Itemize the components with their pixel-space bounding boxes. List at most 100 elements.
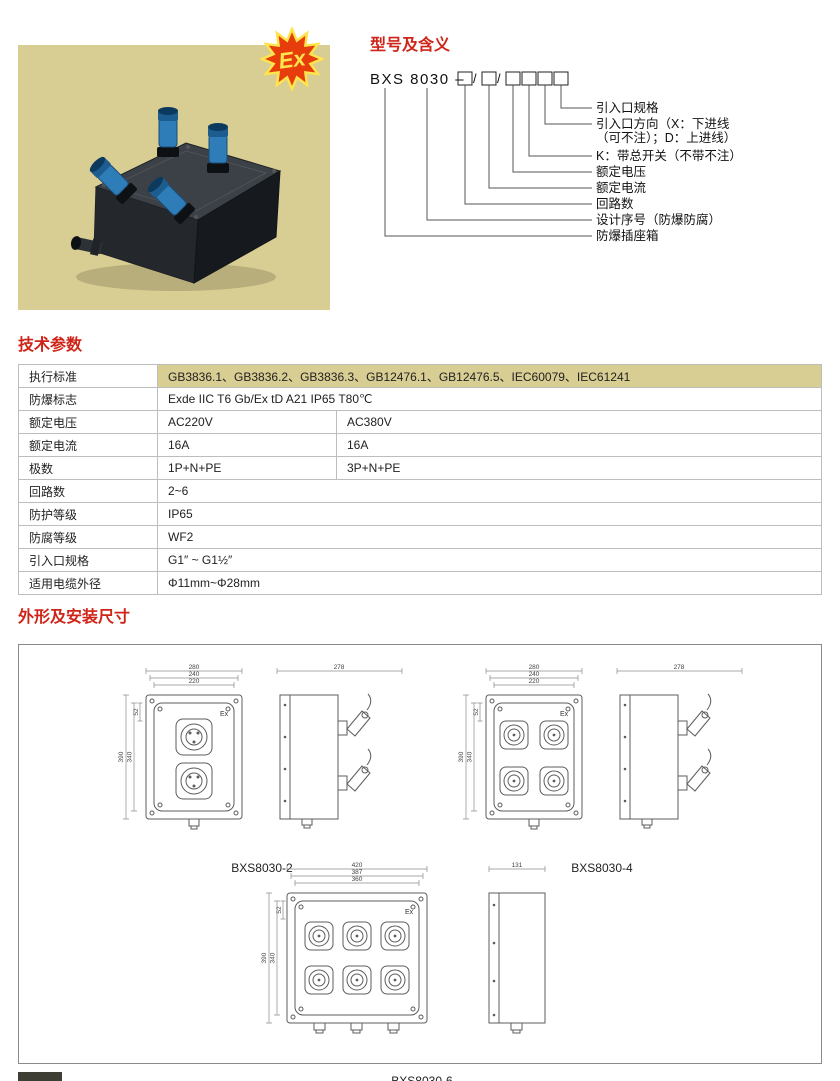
model-label: （可不注）；D：上进线） (596, 130, 736, 145)
ex-marking: Ex (220, 711, 229, 718)
svg-text:220: 220 (529, 678, 540, 685)
svg-text:280: 280 (189, 664, 200, 671)
row-label: 额定电流 (18, 433, 158, 457)
slash-separator: / (473, 71, 477, 86)
row-label: 适用电缆外径 (18, 571, 158, 595)
row-label: 极数 (18, 456, 158, 480)
svg-text:360: 360 (352, 876, 363, 883)
model-code: BXS 8030 – (370, 71, 465, 88)
product-image (70, 107, 282, 291)
row-value: IP65 (157, 502, 822, 526)
dimension-labels: 420 387 360 390 340 52 131 (261, 862, 523, 963)
row-value: GB3836.1、GB3836.2、GB3836.3、GB12476.1、GB1… (157, 364, 822, 388)
svg-text:387: 387 (352, 869, 363, 876)
row-label: 防爆标志 (18, 387, 158, 411)
row-label: 防腐等级 (18, 525, 158, 549)
row-value: Φ11mm~Φ28mm (157, 571, 822, 595)
callout-lines (384, 85, 592, 237)
drawing-caption: BXS8030-2 (231, 861, 293, 875)
plug-connector (147, 176, 195, 224)
drawing-bxs8030-4: 280 240 220 390 340 52 278 (458, 664, 743, 830)
svg-text:52: 52 (133, 708, 140, 716)
table-row: 执行标准 GB3836.1、GB3836.2、GB3836.3、GB12476.… (18, 364, 822, 388)
svg-text:240: 240 (529, 671, 540, 678)
svg-text:52: 52 (276, 906, 283, 914)
slash-separator: / (497, 71, 501, 86)
drawing-group-bxs8030-6: 420 387 360 390 340 52 131 (257, 857, 587, 1081)
table-row: 适用电缆外径 Φ11mm~Φ28mm (18, 571, 822, 595)
tech-section-title: 技术参数 (18, 337, 83, 354)
plug-connector (157, 107, 179, 157)
ex-marking: Ex (560, 711, 569, 718)
svg-text:340: 340 (127, 751, 134, 762)
row-value-2: 16A (336, 433, 822, 457)
socket-pins (188, 703, 287, 803)
socket-pins (317, 903, 496, 1017)
dim-section-title: 外形及安装尺寸 (18, 609, 131, 626)
model-label: 额定电压 (596, 164, 646, 179)
dimension-lines (266, 866, 546, 1024)
front-view (286, 892, 428, 1034)
svg-text:340: 340 (467, 751, 474, 762)
ex-badge: Ex (258, 25, 326, 93)
svg-text:278: 278 (334, 664, 345, 671)
svg-text:420: 420 (352, 862, 363, 869)
row-label: 引入口规格 (18, 548, 158, 572)
side-view (279, 693, 372, 829)
tech-parameters-table: 执行标准 GB3836.1、GB3836.2、GB3836.3、GB12476.… (18, 364, 822, 595)
socket-pins (512, 703, 627, 803)
svg-text:52: 52 (473, 708, 480, 716)
svg-text:390: 390 (118, 751, 125, 762)
drawing-group-bxs8030-2: 280 240 220 390 340 52 278 (107, 659, 417, 875)
row-value: 2~6 (157, 479, 822, 503)
row-value-2: 3P+N+PE (336, 456, 822, 480)
model-label: 引入口方向（X：下进线 (596, 116, 730, 131)
table-row: 额定电压 AC220V AC380V (18, 410, 822, 434)
drawing-group-bxs8030-4: 280 240 220 390 340 52 278 (447, 659, 757, 875)
drawing-bxs8030-6: 420 387 360 390 340 52 131 (261, 862, 546, 1034)
ex-star-icon: Ex (258, 25, 326, 93)
model-code-boxes: / / (457, 71, 569, 86)
svg-text:280: 280 (529, 664, 540, 671)
svg-text:278: 278 (674, 664, 685, 671)
table-row: 防护等级 IP65 (18, 502, 822, 526)
drawing-caption: BXS8030-6 (391, 1074, 453, 1081)
model-label: 设计序号（防爆防腐） (596, 212, 721, 227)
next-section-partial (18, 1072, 62, 1081)
model-label: 回路数 (596, 196, 634, 211)
ex-badge-label: Ex (277, 45, 308, 74)
model-section: 型号及含义 BXS 8030 – / / 引入口规格 引入口方向（X：下进线 （… (370, 36, 832, 254)
table-row: 防腐等级 WF2 (18, 525, 822, 549)
dimension-lines (463, 668, 743, 820)
row-value: Exde IIC T6 Gb/Ex tD A21 IP65 T80℃ (157, 387, 822, 411)
svg-text:220: 220 (189, 678, 200, 685)
row-value: 1P+N+PE (157, 456, 337, 480)
table-row: 防爆标志 Exde IIC T6 Gb/Ex tD A21 IP65 T80℃ (18, 387, 822, 411)
row-label: 执行标准 (18, 364, 158, 388)
enclosure-box (93, 142, 282, 284)
row-value: WF2 (157, 525, 822, 549)
row-label: 防护等级 (18, 502, 158, 526)
table-row: 引入口规格 G1″ ~ G1½″ (18, 548, 822, 572)
ex-marking: Ex (405, 909, 414, 916)
model-label: 额定电流 (596, 180, 647, 195)
plug-connector (207, 123, 229, 173)
side-view (619, 693, 712, 829)
product-photo: Ex (18, 25, 330, 310)
dimension-labels: 280 240 220 390 340 52 278 (458, 664, 685, 762)
drawing-caption: BXS8030-4 (571, 861, 633, 875)
model-label: K：带总开关（不带不注） (596, 148, 742, 163)
row-label: 额定电压 (18, 410, 158, 434)
dimension-labels: 280 240 220 390 340 52 278 (118, 664, 345, 762)
svg-text:240: 240 (189, 671, 200, 678)
model-designation-diagram: BXS 8030 – / / 引入口规格 引入口方向（X：下进线 （可不注）；D… (370, 71, 742, 243)
row-label: 回路数 (18, 479, 158, 503)
svg-text:390: 390 (261, 952, 268, 963)
side-view (488, 892, 546, 1034)
plug-connector (89, 156, 137, 204)
cable-gland (70, 236, 103, 256)
svg-text:340: 340 (270, 952, 277, 963)
svg-text:131: 131 (512, 862, 523, 869)
row-value: 16A (157, 433, 337, 457)
